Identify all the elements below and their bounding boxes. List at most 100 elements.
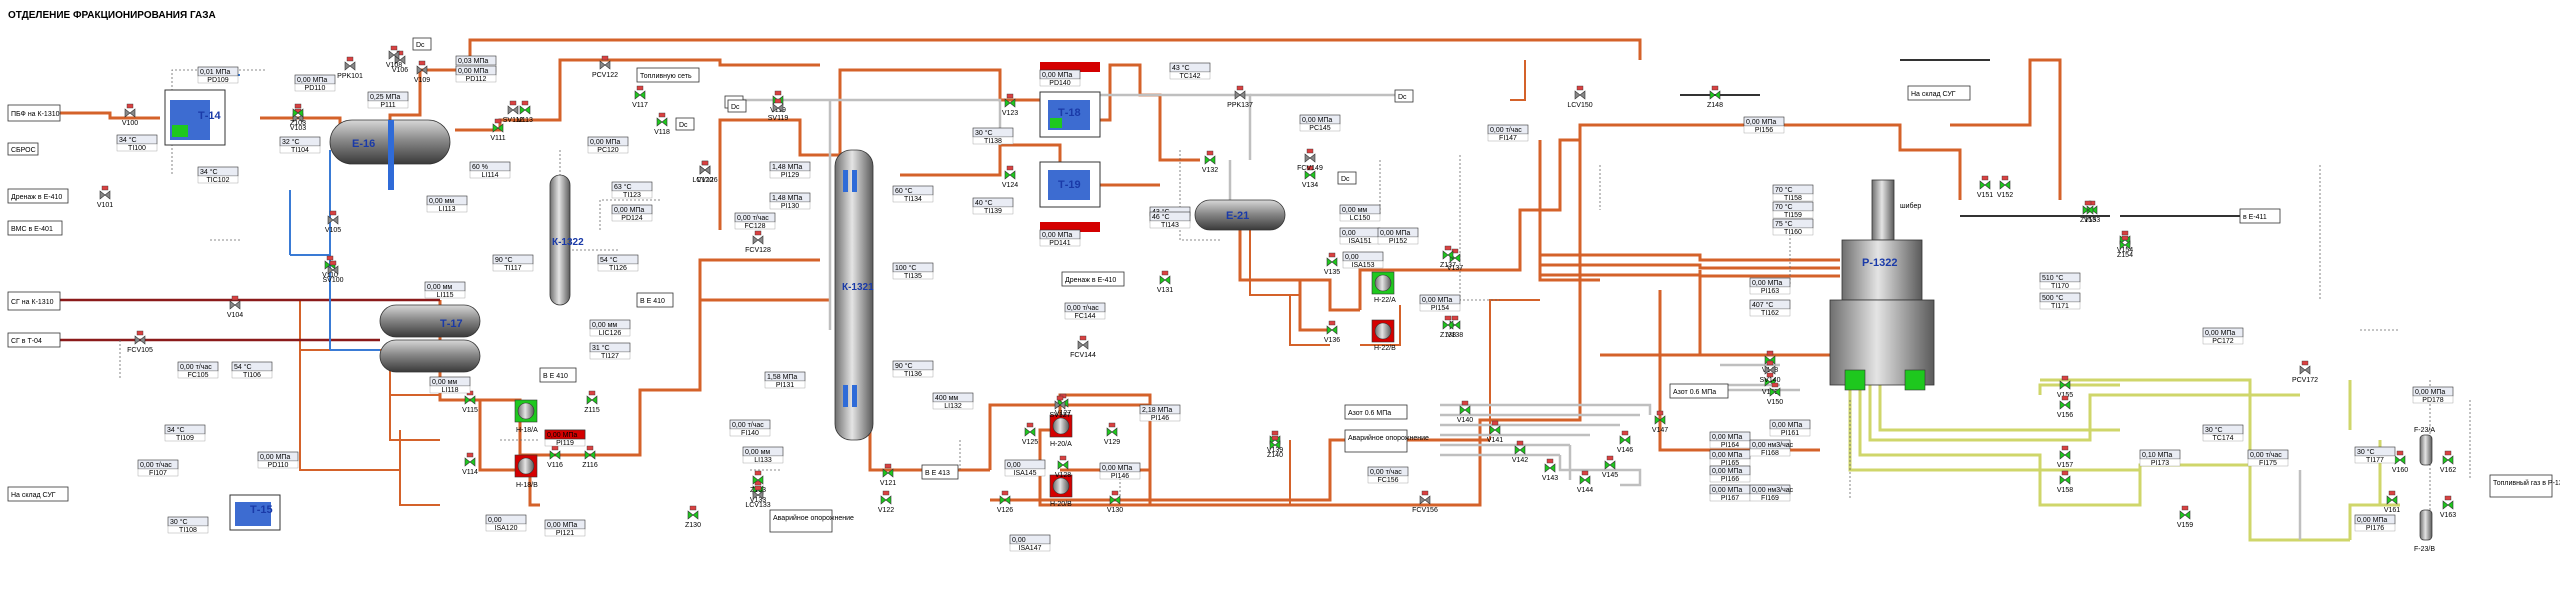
src-sbros-box[interactable] bbox=[7, 142, 39, 156]
valve-v132[interactable]: V132 bbox=[1202, 150, 1218, 174]
valve-v140[interactable]: V140 bbox=[1457, 400, 1473, 424]
valve-v157[interactable]: V157 bbox=[2057, 445, 2073, 469]
valve-v118[interactable]: V118 bbox=[654, 112, 670, 136]
valve-v116[interactable]: V116 bbox=[547, 445, 563, 469]
valve-fcv149[interactable]: FCV149 bbox=[1297, 148, 1323, 172]
valve-v121[interactable]: V121 bbox=[880, 463, 896, 487]
valve-v144[interactable]: V144 bbox=[1577, 470, 1593, 494]
valve-v161[interactable]: V161 bbox=[2384, 490, 2400, 514]
valve-v135[interactable]: V135 bbox=[1324, 252, 1340, 276]
valve-fcv105[interactable]: FCV105 bbox=[127, 330, 153, 354]
valve-v129[interactable]: V129 bbox=[1104, 422, 1120, 446]
valve-v123[interactable]: V123 bbox=[1002, 93, 1018, 117]
offpage-5[interactable] bbox=[1394, 89, 1414, 103]
valve-v122[interactable]: V122 bbox=[878, 490, 894, 514]
pump-h18b[interactable] bbox=[514, 454, 538, 478]
filter-f23b[interactable] bbox=[2419, 509, 2433, 541]
valve-v125[interactable]: V125 bbox=[1022, 422, 1038, 446]
valve-v154[interactable]: V154 bbox=[2117, 230, 2133, 254]
sklad-sug-box[interactable] bbox=[7, 486, 69, 502]
toplivny-gaz-box[interactable] bbox=[2489, 474, 2553, 498]
valve-v143[interactable]: V143 bbox=[1542, 458, 1558, 482]
column-k1322[interactable] bbox=[549, 174, 571, 306]
valve-z130[interactable]: Z130 bbox=[685, 505, 701, 529]
azot-b-box[interactable] bbox=[1669, 383, 1729, 399]
valve-sv119[interactable]: SV119 bbox=[768, 98, 789, 122]
pump-h20a[interactable] bbox=[1049, 414, 1073, 438]
azot-a-box[interactable] bbox=[1344, 404, 1408, 420]
offpage-2[interactable] bbox=[675, 117, 695, 131]
valve-v158[interactable]: V158 bbox=[2057, 470, 2073, 494]
offpage-4[interactable] bbox=[727, 99, 747, 113]
valve-z140[interactable]: Z140 bbox=[1267, 435, 1283, 459]
valve-v111[interactable]: V111 bbox=[490, 118, 506, 142]
alarm-pi119[interactable]: 0,00 МПа bbox=[544, 429, 586, 440]
valve-v124[interactable]: V124 bbox=[1002, 165, 1018, 189]
valve-sv127[interactable]: SV127 bbox=[1049, 395, 1071, 419]
vms-e401-box[interactable] bbox=[7, 220, 63, 236]
valve-fcv128[interactable]: FCV128 bbox=[745, 230, 771, 254]
valve-z115[interactable]: Z115 bbox=[584, 390, 600, 414]
valve-v136[interactable]: V136 bbox=[1324, 320, 1340, 344]
valve-v100[interactable]: V100 bbox=[122, 103, 138, 127]
valve-z153[interactable]: Z153 bbox=[2080, 200, 2096, 224]
valve-lcv150[interactable]: LCV150 bbox=[1567, 85, 1593, 109]
valve-v131[interactable]: V131 bbox=[1157, 270, 1173, 294]
valve-v101[interactable]: V101 bbox=[97, 185, 113, 209]
valve-fcv144[interactable]: FCV144 bbox=[1070, 335, 1096, 359]
valve-v114[interactable]: V114 bbox=[462, 452, 478, 476]
valve-z133[interactable]: Z133 bbox=[750, 470, 766, 494]
offpage-1[interactable] bbox=[412, 37, 432, 51]
drain-e410-box[interactable] bbox=[7, 188, 69, 204]
valve-v155[interactable]: V155 bbox=[2057, 375, 2073, 399]
sg-k1310-box[interactable] bbox=[7, 291, 61, 311]
valve-v151[interactable]: V151 bbox=[1977, 175, 1993, 199]
vessel-e21[interactable] bbox=[1194, 199, 1286, 231]
valve-z116[interactable]: Z116 bbox=[582, 445, 598, 469]
v-e410b-box[interactable] bbox=[539, 367, 577, 383]
valve-v130[interactable]: V130 bbox=[1107, 490, 1123, 514]
valve-v147[interactable]: V147 bbox=[1652, 410, 1668, 434]
